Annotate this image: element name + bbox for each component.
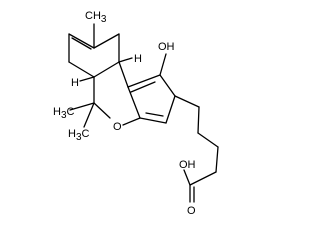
acid-oxygen-label: O: [187, 205, 196, 217]
hydroxyl-bond: [159, 53, 167, 76]
methyl-bottom-label: H3C: [68, 128, 90, 143]
structure-canvas: CH3 OH H H H3C H3C O OH O: [53, 10, 219, 217]
methyl-left-label: H3C: [53, 106, 75, 121]
cyclohexene-ring: [68, 33, 120, 78]
aromatic-ring: [127, 74, 176, 124]
hydroxyl-label: OH: [158, 41, 175, 53]
stereo-hydrogen-upper: [118, 57, 133, 63]
stereo-hydrogen-lower: [79, 76, 95, 82]
pentyl-chain: [174, 95, 219, 203]
methyl-top-label: CH3: [85, 10, 107, 25]
molecule-diagram: CH3 OH H H H3C H3C O OH O: [53, 10, 219, 217]
hydrogen-label-lower: H: [71, 77, 79, 89]
hydrogen-label-upper: H: [134, 53, 142, 65]
pyran-ring: [93, 61, 141, 126]
gem-dimethyl: [69, 102, 95, 128]
ring-oxygen-label: O: [113, 121, 122, 133]
acid-hydroxyl-label: OH: [179, 159, 196, 171]
